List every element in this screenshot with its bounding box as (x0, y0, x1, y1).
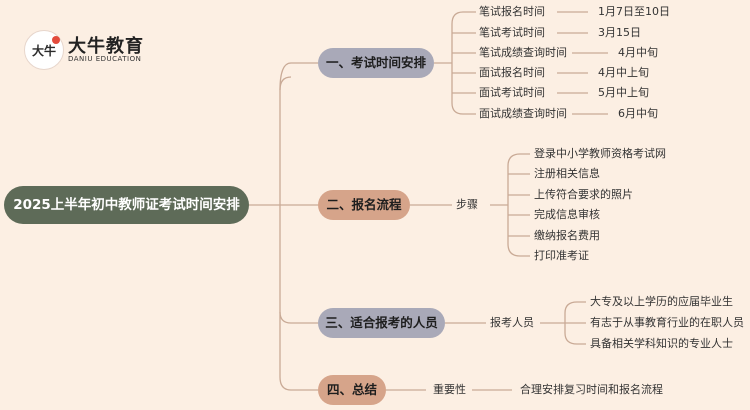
schedule-value: 4月中旬 (618, 46, 658, 59)
process-step: 登录中小学教师资格考试网 (534, 147, 666, 160)
logo-emblem: 大牛 (24, 30, 64, 70)
process-mid-label: 步骤 (456, 198, 478, 211)
people-mid-label: 报考人员 (490, 316, 534, 329)
summary-text: 合理安排复习时间和报名流程 (520, 383, 663, 396)
section-summary-node[interactable]: 四、总结 (318, 375, 386, 405)
brand-logo: 大牛 大牛教育 DANIU EDUCATION (24, 30, 154, 70)
section-people-node[interactable]: 三、适合报考的人员 (318, 308, 445, 338)
schedule-label: 笔试报名时间 (479, 5, 545, 18)
people-item: 大专及以上学历的应届毕业生 (590, 295, 733, 308)
process-step: 打印准考证 (534, 249, 589, 262)
logo-emblem-text: 大牛 (31, 44, 56, 58)
branch-line-people (279, 311, 318, 324)
schedule-value: 4月中上旬 (598, 66, 649, 79)
schedule-value: 5月中上旬 (598, 86, 649, 99)
root-node[interactable]: 2025上半年初中教师证考试时间安排 (4, 186, 249, 224)
process-connector (410, 153, 530, 257)
process-step: 完成信息审核 (534, 208, 600, 221)
schedule-label: 笔试考试时间 (479, 26, 545, 39)
process-step: 注册相关信息 (534, 167, 600, 180)
logo-subtitle: DANIU EDUCATION (68, 55, 142, 63)
schedule-value: 3月15日 (598, 26, 641, 39)
people-item: 具备相关学科知识的专业人士 (590, 337, 733, 350)
summary-mid-label: 重要性 (433, 383, 466, 396)
schedule-connector (434, 11, 476, 115)
process-step: 缴纳报名费用 (534, 229, 600, 242)
people-item: 有志于从事教育行业的在职人员 (590, 316, 744, 329)
schedule-label: 面试成绩查询时间 (479, 107, 567, 120)
people-connector (445, 301, 586, 345)
logo-name: 大牛教育 (68, 36, 144, 57)
schedule-value-lines (557, 11, 608, 115)
schedule-value: 1月7日至10日 (598, 5, 670, 18)
section-schedule-node[interactable]: 一、考试时间安排 (318, 48, 434, 78)
logo-dot (52, 36, 60, 44)
schedule-value: 6月中旬 (618, 107, 658, 120)
process-step: 上传符合要求的照片 (534, 188, 633, 201)
section-process-node[interactable]: 二、报名流程 (318, 190, 410, 220)
schedule-label: 面试报名时间 (479, 66, 545, 79)
schedule-label: 笔试成绩查询时间 (479, 46, 567, 59)
trunk-vertical (279, 76, 292, 391)
schedule-label: 面试考试时间 (479, 86, 545, 99)
